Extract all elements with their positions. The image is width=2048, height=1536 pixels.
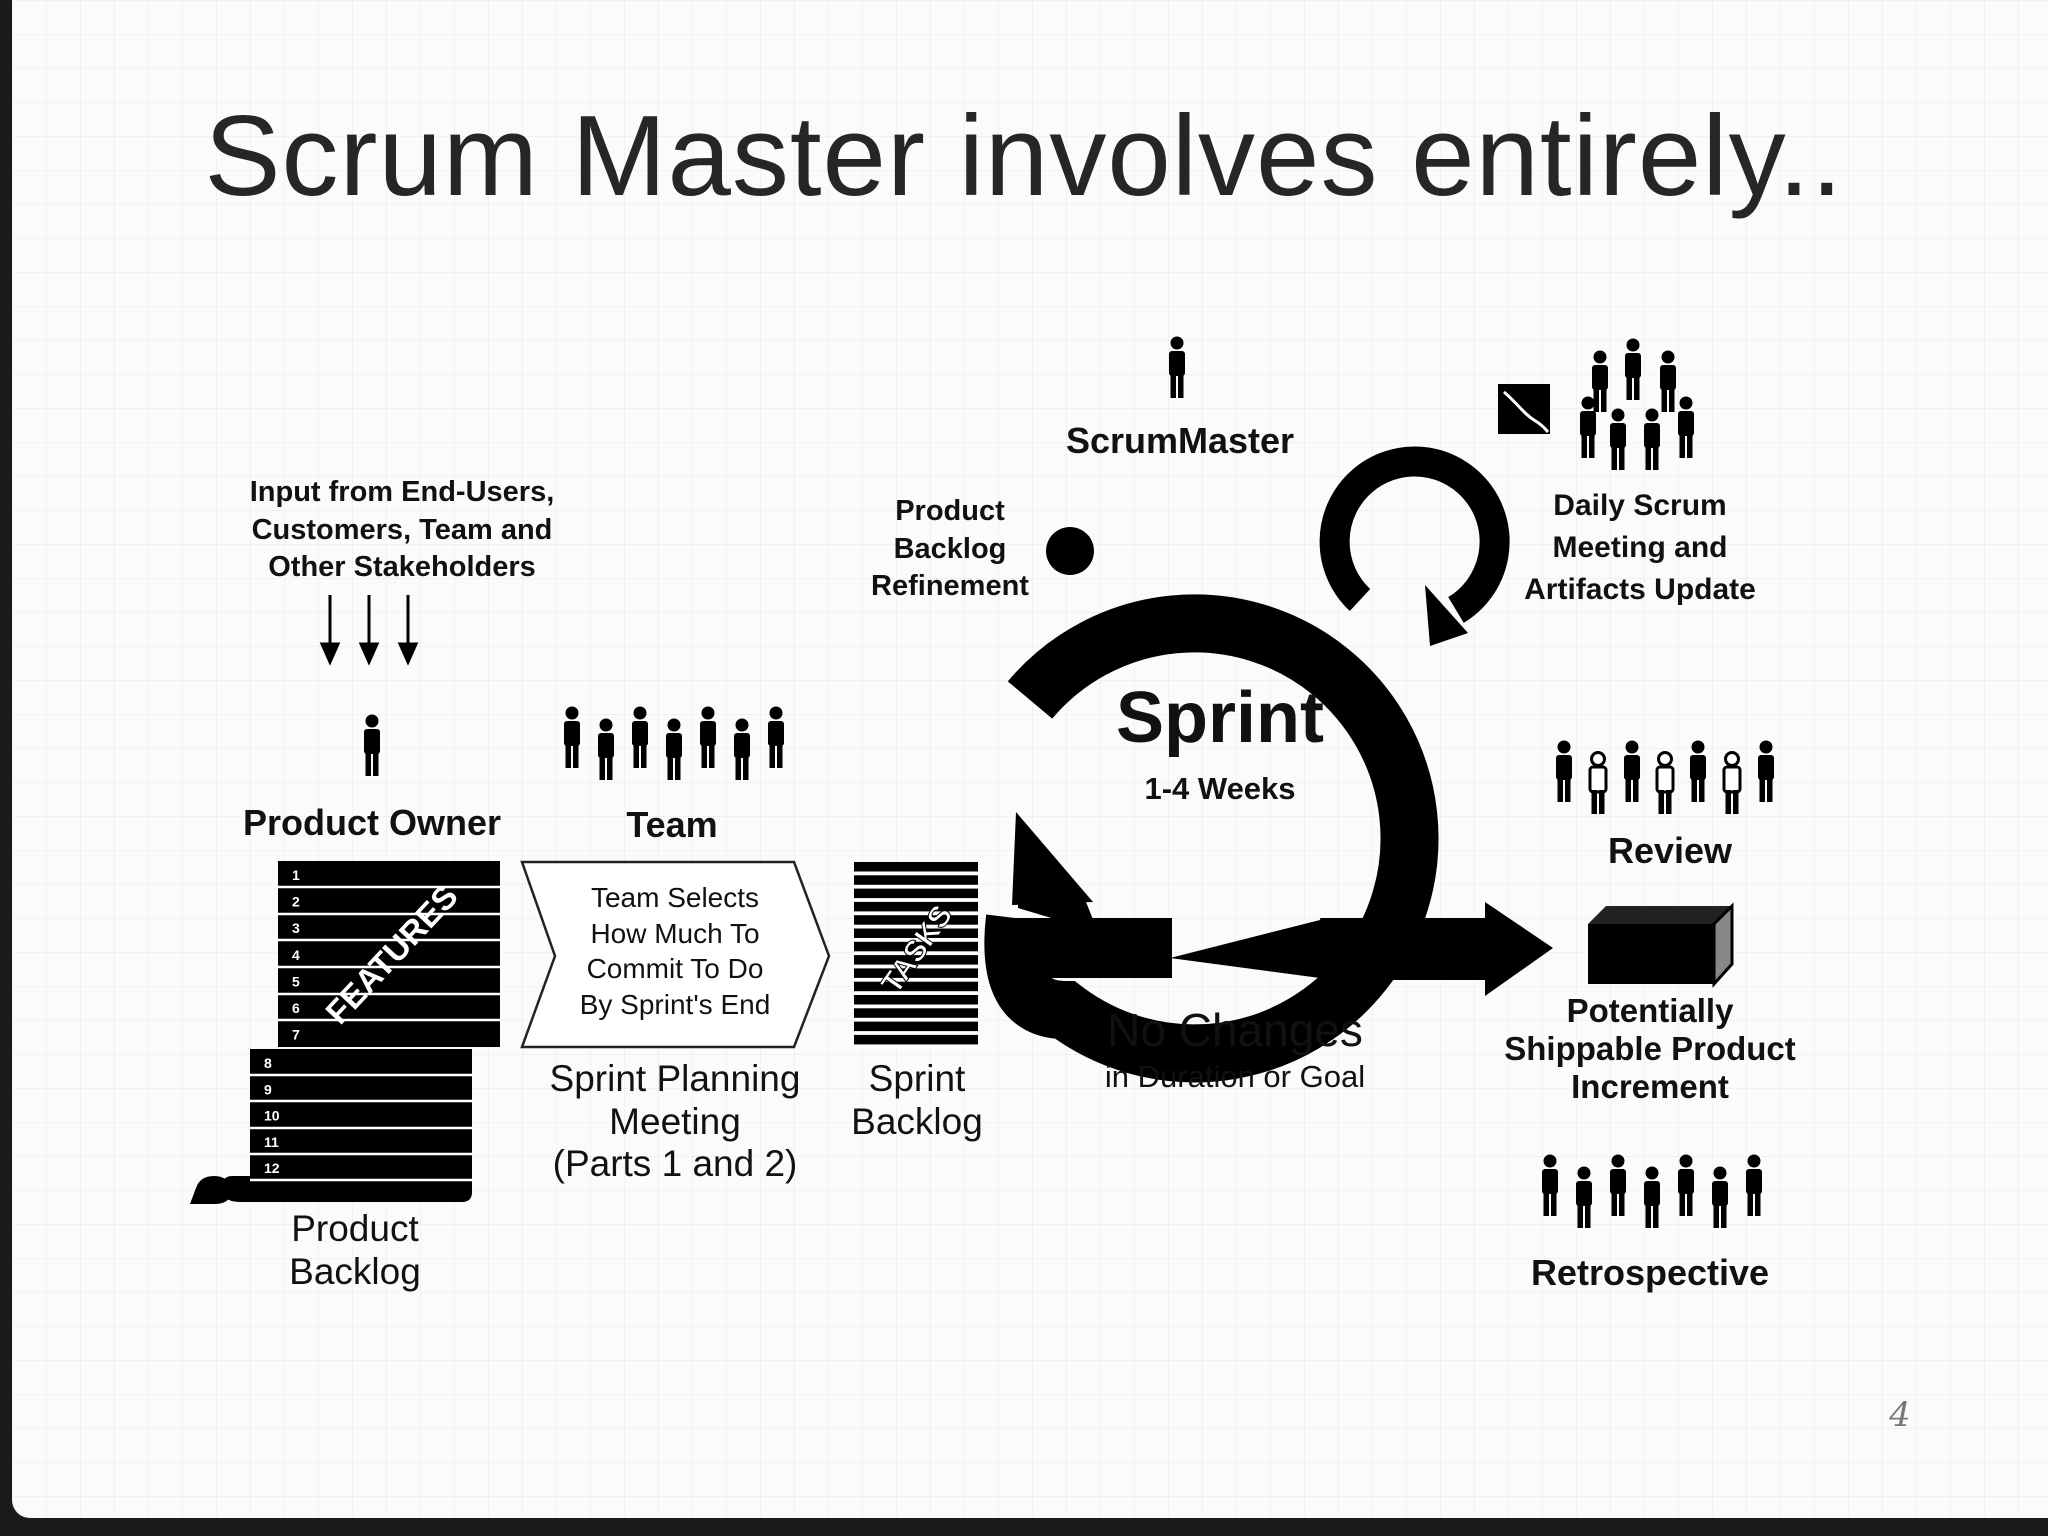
task-stripe xyxy=(854,1021,978,1032)
backlog-row-number: 1 xyxy=(292,867,300,883)
task-stripe xyxy=(854,981,978,992)
task-stripe xyxy=(854,941,978,952)
backlog-row-number: 4 xyxy=(292,947,300,963)
increment-label: Potentially Shippable Product Increment xyxy=(1504,992,1796,1105)
task-stripe xyxy=(854,875,978,885)
planning-box-text: Team Selects How Much To Commit To Do By… xyxy=(579,882,771,1020)
page-number: 4 xyxy=(1889,1395,1911,1435)
task-stripe xyxy=(854,1008,978,1018)
product-owner-icon xyxy=(364,714,380,776)
team-label: Team xyxy=(626,804,718,845)
task-stripe xyxy=(854,928,978,938)
backlog-row-number: 3 xyxy=(292,920,300,936)
backlog-row-number: 10 xyxy=(264,1108,280,1124)
backlog-row-number: 6 xyxy=(292,1000,300,1016)
sprint-duration: 1-4 Weeks xyxy=(1144,771,1296,806)
planning-box xyxy=(520,860,831,1049)
task-stripe xyxy=(854,901,978,912)
backlog-row-number: 11 xyxy=(264,1134,279,1150)
refinement-label: Product Backlog Refinement xyxy=(871,495,1029,603)
backlog-row-number: 12 xyxy=(264,1160,280,1176)
backlog-row-number: 9 xyxy=(264,1081,272,1097)
sprint-planning-label: Sprint Planning Meeting (Parts 1 and 2) xyxy=(549,1058,801,1185)
review-label: Review xyxy=(1607,830,1733,871)
team-icon xyxy=(564,706,784,780)
refinement-dot xyxy=(1046,527,1094,575)
task-stripe xyxy=(854,915,978,925)
no-changes-label: No Changes xyxy=(1107,1004,1363,1056)
sprint-backlog-icon: TASKS xyxy=(854,862,978,1048)
backlog-row-number: 5 xyxy=(292,973,300,989)
no-changes-subtitle: in Duration or Goal xyxy=(1104,1059,1366,1094)
retrospective-icon xyxy=(1542,1154,1762,1228)
backlog-row-number: 8 xyxy=(264,1055,272,1071)
scrum-master-label: ScrumMaster xyxy=(1065,420,1295,461)
daily-scrum-icon xyxy=(1498,338,1694,470)
backlog-row-number: 2 xyxy=(292,894,300,910)
input-label: Input from End-Users, Customers, Team an… xyxy=(249,476,555,584)
slide-background xyxy=(12,0,2048,1518)
sprint-backlog-label: Sprint Backlog xyxy=(851,1058,983,1142)
product-owner-label: Product Owner xyxy=(242,802,502,843)
task-stripe xyxy=(854,862,978,872)
backlog-row-number: 7 xyxy=(292,1027,300,1043)
product-backlog-label: Product Backlog xyxy=(289,1208,421,1292)
retrospective-label: Retrospective xyxy=(1530,1252,1770,1293)
task-stripe xyxy=(854,995,978,1005)
scrum-master-icon xyxy=(1169,336,1185,398)
review-icon xyxy=(1556,740,1774,816)
input-arrows xyxy=(319,595,419,666)
increment-box-icon xyxy=(1588,902,1734,988)
daily-scrum-label: Daily Scrum Meeting and Artifacts Update xyxy=(1524,489,1756,606)
task-stripe xyxy=(854,955,978,965)
task-stripe xyxy=(854,1034,978,1045)
slide-title: Scrum Master involves entirely.. xyxy=(204,93,1844,220)
sprint-title: Sprint xyxy=(1116,678,1324,758)
task-stripe xyxy=(854,888,978,899)
task-stripe xyxy=(854,968,978,978)
sprint-cycle xyxy=(984,446,1553,1083)
